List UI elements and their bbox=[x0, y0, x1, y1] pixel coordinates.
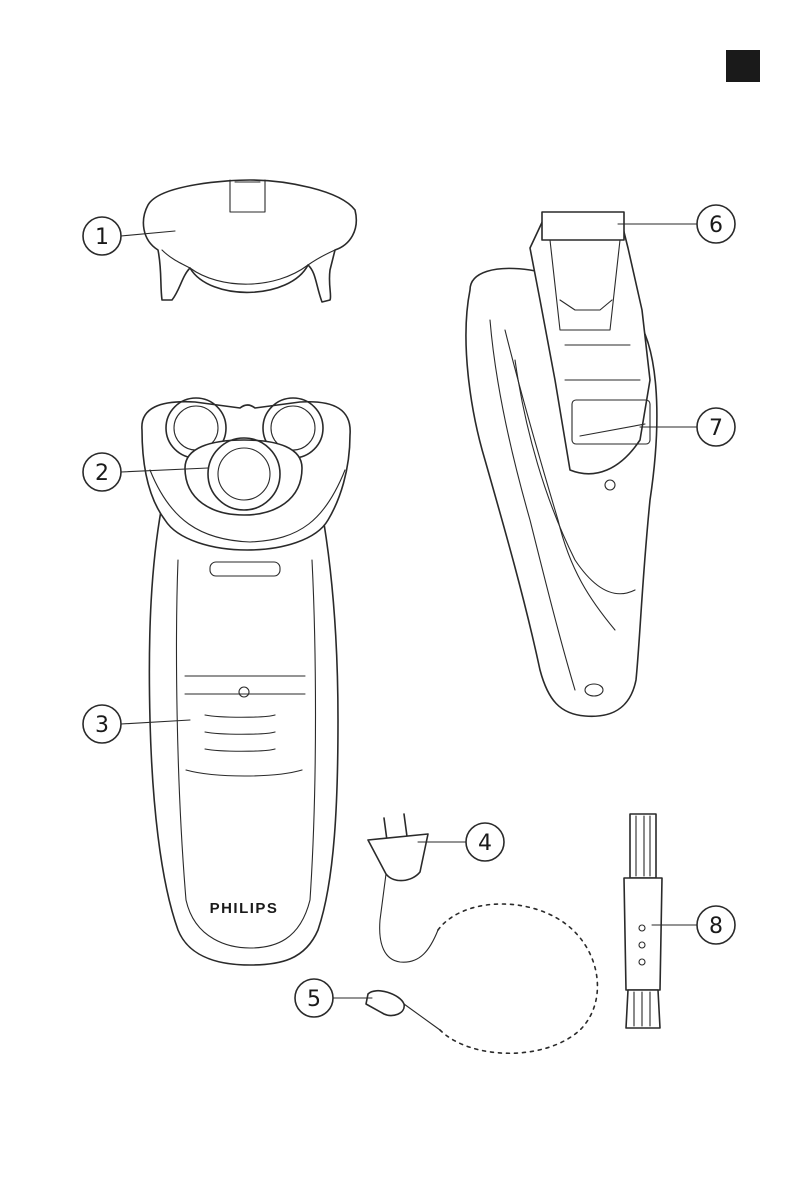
brand-logo-text: PHILIPS bbox=[210, 900, 279, 917]
svg-text:1: 1 bbox=[95, 225, 109, 250]
protection-cap-illustration bbox=[143, 180, 356, 302]
callout-5: 5 bbox=[295, 979, 372, 1017]
shaver-side-illustration bbox=[466, 212, 657, 716]
svg-text:3: 3 bbox=[95, 713, 109, 738]
svg-text:4: 4 bbox=[478, 831, 492, 856]
svg-text:7: 7 bbox=[709, 416, 723, 441]
cleaning-brush-illustration bbox=[624, 814, 662, 1028]
callout-6: 6 bbox=[618, 205, 735, 243]
callout-8: 8 bbox=[652, 906, 735, 944]
svg-text:5: 5 bbox=[307, 987, 321, 1012]
svg-text:2: 2 bbox=[95, 461, 109, 486]
svg-text:8: 8 bbox=[709, 914, 723, 939]
shaver-front-illustration: PHILIPS bbox=[142, 398, 350, 965]
language-tab-marker bbox=[726, 50, 760, 82]
callout-4: 4 bbox=[418, 823, 504, 861]
svg-text:6: 6 bbox=[709, 213, 723, 238]
